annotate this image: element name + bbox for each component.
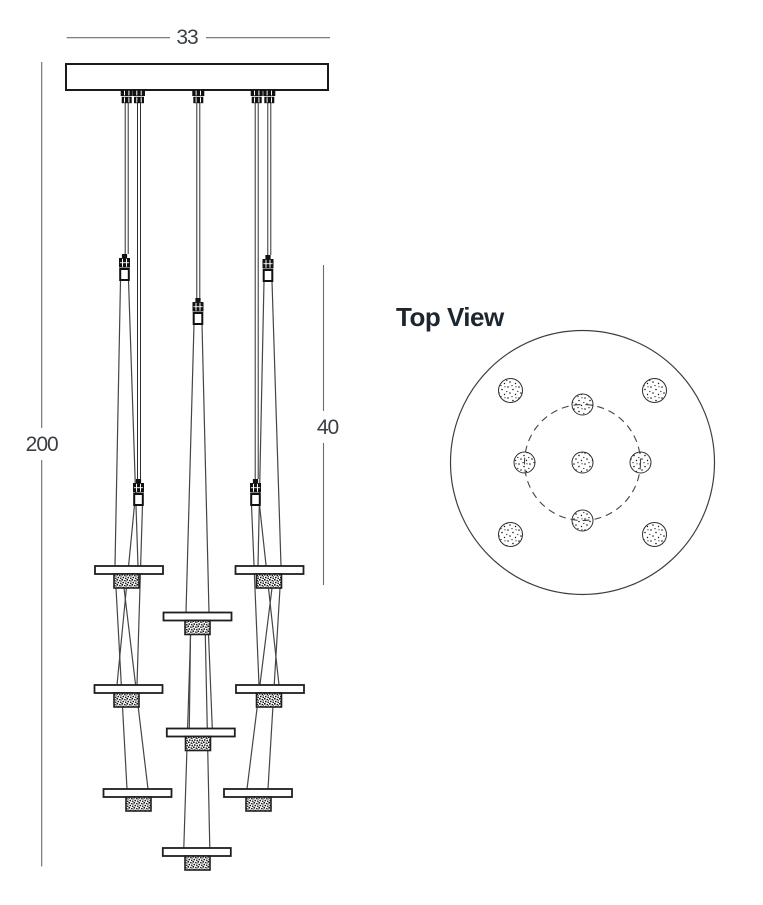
diffuser-disc — [235, 684, 305, 694]
cone-top-connector — [118, 253, 131, 281]
crystal-cube — [113, 573, 140, 589]
cone-shade — [250, 504, 280, 686]
diffuser-disc — [165, 727, 236, 738]
suspension-cable — [137, 103, 141, 479]
crystal-cube — [184, 855, 211, 871]
diffuser-disc — [94, 565, 164, 575]
crystal-cube — [255, 692, 283, 708]
cone-top-connector — [261, 254, 275, 282]
crystal-cube — [184, 735, 212, 752]
diffuser-disc — [234, 565, 305, 575]
cone-shade — [116, 504, 144, 686]
diffuser-disc — [162, 611, 233, 622]
canopy-cable-grip — [191, 89, 205, 104]
dimension-label-canopy-width: 33 — [176, 26, 198, 49]
canopy-cable-grip — [262, 89, 276, 104]
crystal-cube — [245, 796, 272, 812]
suspension-cable — [254, 103, 259, 479]
canopy-cable-grip — [132, 89, 146, 104]
ceiling-canopy-plate — [65, 63, 329, 91]
cone-shade — [257, 280, 282, 567]
canopy-cable-grip — [120, 89, 134, 104]
top-view-outer-circle — [449, 329, 716, 596]
diffuser-disc — [93, 684, 164, 694]
top-view-pendant-circle — [642, 378, 667, 403]
top-view-pendant-circle — [498, 378, 523, 403]
crystal-cube — [125, 796, 152, 812]
suspension-cable — [124, 103, 129, 254]
crystal-cube — [255, 573, 283, 589]
dimension-label-total-height: 200 — [26, 433, 58, 456]
crystal-cube — [184, 619, 211, 636]
diffuser-disc — [102, 788, 173, 798]
top-view-title: Top View — [396, 302, 505, 332]
diffuser-disc — [161, 847, 232, 857]
top-view-pendant-circle — [498, 522, 523, 547]
top-view-pendant-circle — [571, 393, 594, 416]
top-view-pendant-circle — [642, 522, 667, 547]
dimension-total-height: 200 — [26, 62, 59, 867]
top-view: Top View — [396, 302, 716, 596]
dimension-label-pendant-height: 40 — [317, 416, 339, 439]
dimension-canopy-width: 33 — [66, 26, 330, 49]
crystal-cube — [113, 692, 140, 708]
suspension-cable — [196, 103, 201, 298]
cone-shade — [185, 323, 210, 613]
canopy-cable-grip — [250, 89, 264, 104]
cone-top-connector — [191, 297, 205, 325]
cone-shade — [188, 634, 213, 729]
top-view-pendant-circle — [571, 451, 594, 474]
suspension-cable — [267, 103, 272, 255]
diffuser-disc — [223, 788, 293, 798]
top-view-dashed-layout-circle — [523, 403, 642, 522]
cone-shade — [114, 279, 139, 567]
dimension-pendant-height: 40 — [317, 265, 339, 585]
